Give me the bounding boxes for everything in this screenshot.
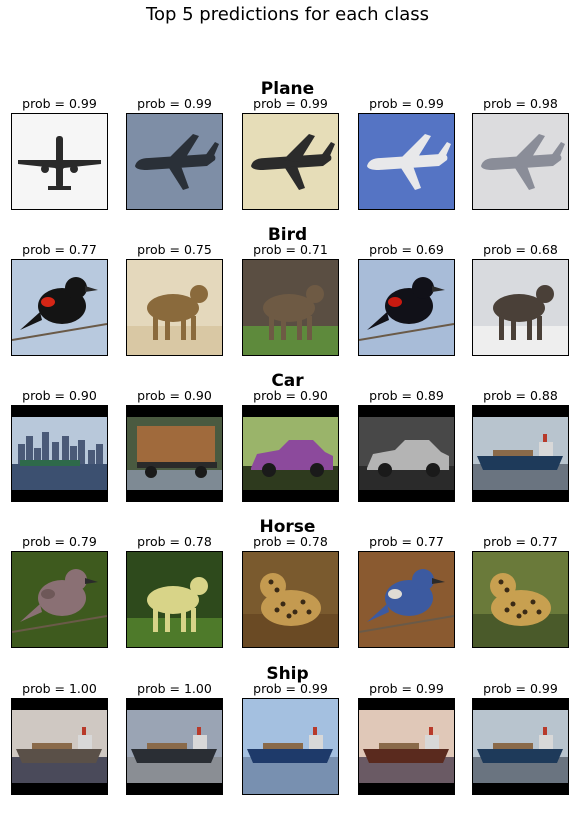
thumbnail-image	[12, 699, 107, 794]
thumbnail-image	[127, 699, 222, 794]
thumbnail-image	[359, 699, 454, 794]
row-title-horse: Horse	[259, 517, 316, 537]
prob-label: prob = 0.77	[22, 242, 97, 257]
prob-label: prob = 0.99	[137, 96, 212, 111]
row-title-car: Car	[271, 371, 304, 391]
thumbnail-image	[243, 552, 338, 647]
prob-label: prob = 0.99	[253, 681, 328, 696]
prob-label: prob = 0.99	[483, 681, 558, 696]
prediction-thumbnail	[358, 113, 455, 210]
thumbnail-image	[127, 114, 222, 209]
prediction-thumbnail	[11, 698, 108, 795]
prediction-thumbnail	[126, 259, 223, 356]
figure-title: Top 5 predictions for each class	[146, 4, 429, 25]
thumbnail-image	[12, 114, 107, 209]
prediction-thumbnail	[126, 698, 223, 795]
prob-label: prob = 1.00	[137, 681, 212, 696]
prediction-thumbnail	[11, 551, 108, 648]
thumbnail-image	[127, 260, 222, 355]
prob-label: prob = 0.78	[137, 534, 212, 549]
prob-label: prob = 0.77	[483, 534, 558, 549]
prediction-thumbnail	[358, 405, 455, 502]
prediction-thumbnail	[358, 698, 455, 795]
prob-label: prob = 0.99	[369, 96, 444, 111]
thumbnail-image	[359, 552, 454, 647]
thumbnail-image	[473, 260, 568, 355]
prediction-thumbnail	[11, 259, 108, 356]
prediction-thumbnail	[242, 551, 339, 648]
thumbnail-image	[359, 406, 454, 501]
prediction-thumbnail	[472, 113, 569, 210]
prediction-thumbnail	[126, 551, 223, 648]
prob-label: prob = 0.69	[369, 242, 444, 257]
prediction-thumbnail	[126, 405, 223, 502]
thumbnail-image	[359, 114, 454, 209]
prob-label: prob = 0.78	[253, 534, 328, 549]
prediction-thumbnail	[242, 405, 339, 502]
prob-label: prob = 0.90	[22, 388, 97, 403]
prob-label: prob = 0.79	[22, 534, 97, 549]
prob-label: prob = 0.90	[253, 388, 328, 403]
prediction-thumbnail	[126, 113, 223, 210]
prediction-thumbnail	[472, 259, 569, 356]
row-title-bird: Bird	[267, 225, 308, 245]
thumbnail-image	[12, 406, 107, 501]
prob-label: prob = 0.99	[253, 96, 328, 111]
prob-label: prob = 0.68	[483, 242, 558, 257]
prob-label: prob = 0.89	[369, 388, 444, 403]
row-title-ship: Ship	[266, 664, 309, 684]
thumbnail-image	[243, 406, 338, 501]
prediction-thumbnail	[242, 259, 339, 356]
prob-label: prob = 0.75	[137, 242, 212, 257]
prediction-thumbnail	[242, 698, 339, 795]
thumbnail-image	[12, 260, 107, 355]
prediction-thumbnail	[11, 405, 108, 502]
thumbnail-image	[359, 260, 454, 355]
prediction-thumbnail	[472, 551, 569, 648]
prediction-thumbnail	[11, 113, 108, 210]
thumbnail-image	[243, 699, 338, 794]
prediction-thumbnail	[358, 259, 455, 356]
thumbnail-image	[473, 114, 568, 209]
thumbnail-image	[243, 114, 338, 209]
prediction-thumbnail	[472, 698, 569, 795]
thumbnail-image	[473, 406, 568, 501]
prediction-thumbnail	[472, 405, 569, 502]
prediction-thumbnail	[242, 113, 339, 210]
thumbnail-image	[127, 406, 222, 501]
prob-label: prob = 0.71	[253, 242, 328, 257]
prob-label: prob = 0.77	[369, 534, 444, 549]
prediction-thumbnail	[358, 551, 455, 648]
thumbnail-image	[127, 552, 222, 647]
prob-label: prob = 0.98	[483, 96, 558, 111]
thumbnail-image	[473, 552, 568, 647]
prob-label: prob = 0.99	[22, 96, 97, 111]
row-title-plane: Plane	[260, 79, 315, 99]
prob-label: prob = 0.99	[369, 681, 444, 696]
prob-label: prob = 0.88	[483, 388, 558, 403]
thumbnail-image	[473, 699, 568, 794]
prob-label: prob = 1.00	[22, 681, 97, 696]
prob-label: prob = 0.90	[137, 388, 212, 403]
thumbnail-image	[243, 260, 338, 355]
thumbnail-image	[12, 552, 107, 647]
